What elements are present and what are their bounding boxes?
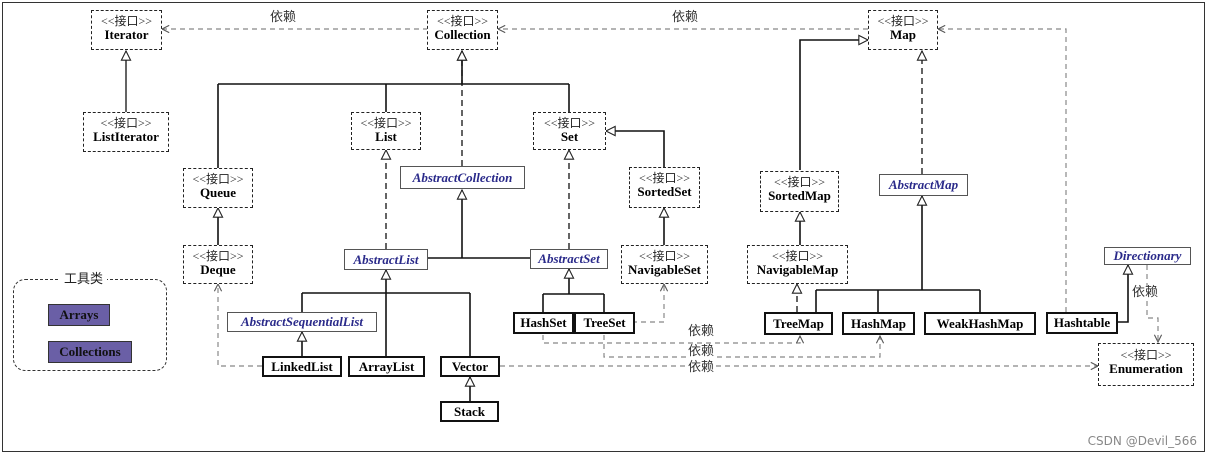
collection-label: Collection	[434, 27, 491, 42]
stereotype-label: <<接口>>	[100, 116, 152, 130]
interface-iterator[interactable]: <<接口>> Iterator	[91, 10, 162, 50]
abstract-set[interactable]: AbstractSet	[530, 249, 608, 269]
queue-label: Queue	[199, 185, 237, 200]
list-label: List	[375, 129, 397, 144]
abstract-sequential-list[interactable]: AbstractSequentialList	[227, 312, 377, 332]
stereotype-label: <<接口>>	[100, 14, 153, 28]
stereotype-label: <<接口>>	[638, 249, 691, 263]
stereotype-label: <<接口>>	[543, 116, 596, 130]
interface-listiterator[interactable]: <<接口>> ListIterator	[83, 112, 169, 152]
stereotype-label: <<接口>>	[771, 249, 824, 263]
class-treemap[interactable]: TreeMap	[764, 312, 833, 335]
stereotype-label: <<接口>>	[1120, 348, 1172, 362]
dependency-label-directionary: 依赖	[1130, 285, 1161, 300]
class-hashset[interactable]: HashSet	[513, 312, 574, 334]
interface-deque[interactable]: <<接口>> Deque	[183, 245, 253, 284]
dependency-label-treemap: 依赖	[686, 324, 717, 339]
dep-hashtable-map	[938, 29, 1067, 312]
listiterator-label: ListIterator	[93, 129, 159, 144]
stereotype-label: <<接口>>	[773, 175, 826, 189]
class-treeset[interactable]: TreeSet	[574, 312, 635, 334]
class-arraylist[interactable]: ArrayList	[348, 356, 425, 377]
interface-collection[interactable]: <<接口>> Collection	[427, 10, 498, 50]
set-label: Set	[560, 129, 579, 144]
interface-sortedmap[interactable]: <<接口>> SortedMap	[760, 171, 839, 212]
sortedset-label: SortedSet	[637, 184, 692, 199]
sortedmap-label: SortedMap	[768, 188, 831, 203]
interface-navigablemap[interactable]: <<接口>> NavigableMap	[747, 245, 848, 284]
dep-treeset-navigableset	[632, 284, 664, 323]
class-hashtable[interactable]: Hashtable	[1046, 312, 1118, 334]
stereotype-label: <<接口>>	[360, 116, 412, 130]
abstract-map[interactable]: AbstractMap	[879, 174, 968, 196]
util-collections[interactable]: Collections	[48, 341, 132, 363]
dep-directionary-enumeration	[1146, 265, 1158, 342]
interface-map[interactable]: <<接口>> Map	[868, 10, 938, 50]
dep-hashset-treemap	[542, 335, 800, 344]
class-vector[interactable]: Vector	[440, 356, 500, 377]
stereotype-label: <<接口>>	[192, 172, 244, 186]
class-linkedlist[interactable]: LinkedList	[262, 356, 342, 377]
iterator-label: Iterator	[104, 27, 149, 42]
dep-treeset-hashmap	[603, 335, 880, 358]
dependency-label-collection: 依赖	[670, 10, 701, 25]
stereotype-label: <<接口>>	[877, 14, 929, 28]
dependency-label-hashmap: 依赖	[686, 344, 717, 359]
enumeration-label: Enumeration	[1109, 361, 1183, 376]
interface-enumeration[interactable]: <<接口>> Enumeration	[1098, 343, 1194, 386]
dependency-label-iterator: 依赖	[268, 10, 299, 25]
interface-list[interactable]: <<接口>> List	[351, 112, 421, 150]
class-weakhashmap[interactable]: WeakHashMap	[924, 312, 1036, 335]
stereotype-label: <<接口>>	[192, 249, 244, 263]
toolbox-title: 工具类	[60, 268, 108, 287]
map-label: Map	[890, 27, 916, 42]
interface-navigableset[interactable]: <<接口>> NavigableSet	[621, 245, 708, 284]
class-hashmap[interactable]: HashMap	[842, 312, 915, 335]
class-stack[interactable]: Stack	[440, 401, 499, 422]
deque-label: Deque	[200, 262, 236, 277]
util-arrays[interactable]: Arrays	[48, 304, 110, 326]
interface-sortedset[interactable]: <<接口>> SortedSet	[629, 167, 700, 208]
ext-sortedmap-map	[799, 40, 868, 170]
ext-hashtable-directionary	[1118, 265, 1128, 323]
directionary[interactable]: Directionary	[1104, 247, 1191, 265]
abstract-list[interactable]: AbstractList	[344, 249, 428, 270]
interface-queue[interactable]: <<接口>> Queue	[183, 168, 253, 208]
stereotype-label: <<接口>>	[638, 171, 691, 185]
ext-sortedset-set	[606, 131, 665, 167]
watermark: CSDN @Devil_566	[1087, 434, 1197, 448]
abstract-collection[interactable]: AbstractCollection	[400, 166, 525, 189]
stereotype-label: <<接口>>	[436, 14, 489, 28]
navigableset-label: NavigableSet	[628, 262, 701, 277]
dependency-label-enumeration: 依赖	[686, 360, 717, 375]
interface-set[interactable]: <<接口>> Set	[533, 112, 606, 150]
navigablemap-label: NavigableMap	[756, 262, 839, 277]
